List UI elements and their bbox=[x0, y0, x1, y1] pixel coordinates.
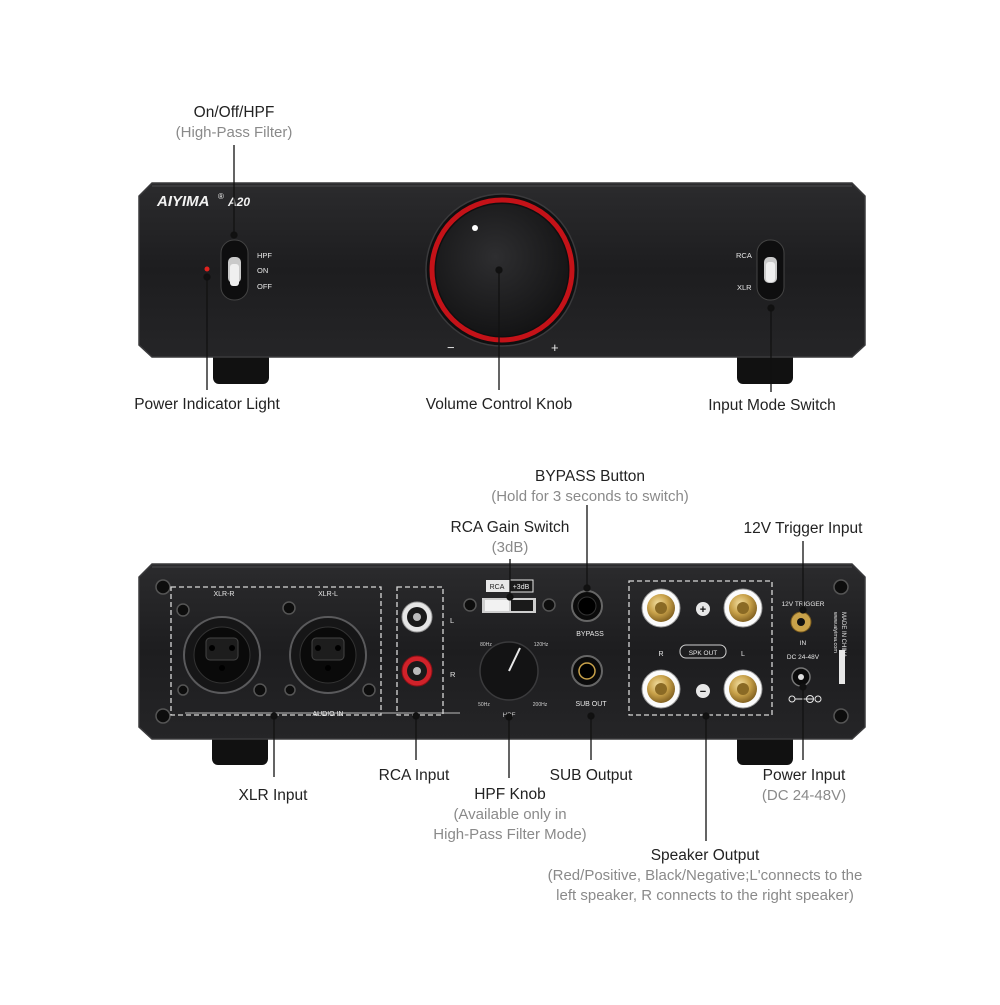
speaker-label-l: L bbox=[741, 651, 745, 658]
power-switch-label-off: OFF bbox=[257, 282, 272, 291]
made-in-label: MADE IN CHINA bbox=[840, 612, 846, 657]
speaker-terminal-l-positive[interactable] bbox=[723, 588, 763, 628]
callout-onoff-title: On/Off/HPF bbox=[193, 104, 275, 121]
rca-gain-switch[interactable] bbox=[463, 598, 556, 613]
speaker-terminal-r-positive[interactable] bbox=[641, 588, 681, 628]
rca-section-outline bbox=[396, 586, 444, 716]
spk-out-label: SPK OUT bbox=[689, 650, 718, 657]
xlr-r-label: XLR-R bbox=[213, 591, 234, 598]
speaker-plus-mark: + bbox=[700, 604, 706, 616]
callout-rca: RCA Input bbox=[354, 766, 474, 786]
brand-registered: ® bbox=[218, 192, 224, 201]
corner-screws bbox=[155, 579, 849, 724]
dc-power-jack[interactable] bbox=[791, 667, 811, 687]
power-indicator-light bbox=[204, 266, 210, 272]
volume-marker-dot bbox=[472, 225, 478, 231]
back-foot-right bbox=[737, 733, 793, 765]
callout-bypass-subtitle: (Hold for 3 seconds to switch) bbox=[491, 488, 689, 505]
rca-label-r: R bbox=[450, 670, 456, 679]
trigger-in-label: IN bbox=[800, 640, 807, 647]
input-switch-label-xlr: XLR bbox=[737, 283, 752, 292]
front-callout-lines bbox=[203, 145, 775, 392]
input-switch-label-rca: RCA bbox=[736, 251, 752, 260]
dc-polarity-icon bbox=[788, 695, 822, 703]
back-panel: XLR-R XLR-L AUDIO IN bbox=[138, 563, 866, 765]
hpf-scale-120hz: 120Hz bbox=[534, 642, 549, 648]
power-switch-label-on: ON bbox=[257, 266, 268, 275]
rca-gain-label-rca: RCA bbox=[490, 584, 505, 591]
speaker-section-outline bbox=[628, 580, 773, 716]
callout-power-input-title: Power Input bbox=[762, 767, 846, 784]
website-label: www.aiyima.com bbox=[832, 611, 838, 653]
callout-bypass-title: BYPASS Button bbox=[535, 468, 645, 485]
callout-input-mode: Input Mode Switch bbox=[662, 396, 882, 416]
xlr-l-label: XLR-L bbox=[318, 591, 338, 598]
back-callout-lines bbox=[270, 505, 807, 841]
callout-hpf-knob-subtitle2: High-Pass Filter Mode) bbox=[433, 826, 587, 843]
callout-rca-gain-title: RCA Gain Switch bbox=[450, 519, 570, 536]
callout-trigger-title: 12V Trigger Input bbox=[743, 520, 863, 537]
callout-power-indicator: Power Indicator Light bbox=[97, 395, 317, 415]
callout-xlr: XLR Input bbox=[213, 786, 333, 806]
callout-rca-gain-subtitle: (3dB) bbox=[491, 539, 529, 556]
callout-onoff-subtitle: (High-Pass Filter) bbox=[175, 124, 293, 141]
xlr-r-connector[interactable] bbox=[183, 616, 261, 694]
sub-out-jack[interactable] bbox=[571, 655, 603, 687]
callout-speaker-title: Speaker Output bbox=[650, 847, 760, 864]
speaker-minus-mark: − bbox=[700, 686, 706, 698]
bypass-button[interactable] bbox=[571, 590, 603, 622]
xlr-l-connector[interactable] bbox=[289, 616, 367, 694]
bypass-label: BYPASS bbox=[576, 631, 604, 638]
rca-label-l: L bbox=[450, 616, 454, 625]
callout-trigger: 12V Trigger Input bbox=[713, 519, 893, 539]
speaker-terminal-r-negative[interactable] bbox=[641, 669, 681, 709]
callout-power-input-subtitle: (DC 24-48V) bbox=[761, 787, 847, 804]
callout-xlr-title: XLR Input bbox=[238, 787, 308, 804]
callout-hpf-knob: HPF Knob (Available only in High-Pass Fi… bbox=[410, 785, 610, 845]
hpf-knob[interactable] bbox=[479, 641, 539, 701]
callout-volume-knob: Volume Control Knob bbox=[389, 395, 609, 415]
callout-volume-title: Volume Control Knob bbox=[425, 396, 573, 413]
volume-minus-mark: − bbox=[447, 340, 455, 355]
back-foot-left bbox=[212, 733, 268, 765]
brand-logo: AIYIMA bbox=[156, 193, 210, 210]
callout-sub-title: SUB Output bbox=[549, 767, 633, 784]
front-panel: AIYIMA ® A20 HPF ON OFF − + RCA XLR bbox=[138, 182, 866, 384]
callout-hpf-knob-subtitle: (Available only in bbox=[453, 806, 567, 823]
callout-power-input: Power Input (DC 24-48V) bbox=[734, 766, 874, 806]
rca-right-jack[interactable] bbox=[401, 655, 433, 687]
rca-left-jack[interactable] bbox=[401, 601, 433, 633]
callout-speaker-output: Speaker Output (Red/Positive, Black/Nega… bbox=[505, 846, 905, 906]
front-foot-right bbox=[737, 352, 793, 384]
rca-gain-label-3db: +3dB bbox=[513, 584, 530, 591]
callout-sub-output: SUB Output bbox=[531, 766, 651, 786]
dc-input-label: DC 24-48V bbox=[787, 654, 820, 661]
callout-speaker-subtitle2: left speaker, R connects to the right sp… bbox=[556, 887, 854, 904]
speaker-label-r: R bbox=[658, 651, 663, 658]
callout-bypass: BYPASS Button (Hold for 3 seconds to swi… bbox=[435, 467, 745, 507]
callout-rca-title: RCA Input bbox=[378, 767, 450, 784]
hpf-scale-200hz: 200Hz bbox=[533, 702, 548, 708]
callout-speaker-subtitle: (Red/Positive, Black/Negative;L'connects… bbox=[547, 867, 863, 884]
front-foot-left bbox=[213, 352, 269, 384]
trigger-input-jack[interactable] bbox=[790, 611, 812, 633]
model-number: A20 bbox=[227, 195, 250, 209]
callout-hpf-knob-title: HPF Knob bbox=[474, 786, 546, 803]
hpf-scale-50hz: 50Hz bbox=[478, 702, 490, 708]
callout-input-mode-title: Input Mode Switch bbox=[708, 397, 836, 414]
volume-plus-mark: + bbox=[551, 340, 559, 355]
callout-rca-gain: RCA Gain Switch (3dB) bbox=[410, 518, 610, 558]
audio-in-label: AUDIO IN bbox=[312, 711, 343, 718]
speaker-terminal-l-negative[interactable] bbox=[723, 669, 763, 709]
callout-power-light-title: Power Indicator Light bbox=[134, 396, 280, 413]
sub-out-label: SUB OUT bbox=[575, 701, 607, 708]
compliance-marks-icon bbox=[839, 650, 845, 684]
callout-onoff-hpf: On/Off/HPF (High-Pass Filter) bbox=[134, 103, 334, 143]
power-switch-label-hpf: HPF bbox=[257, 251, 272, 260]
hpf-scale-80hz: 80Hz bbox=[480, 642, 492, 648]
